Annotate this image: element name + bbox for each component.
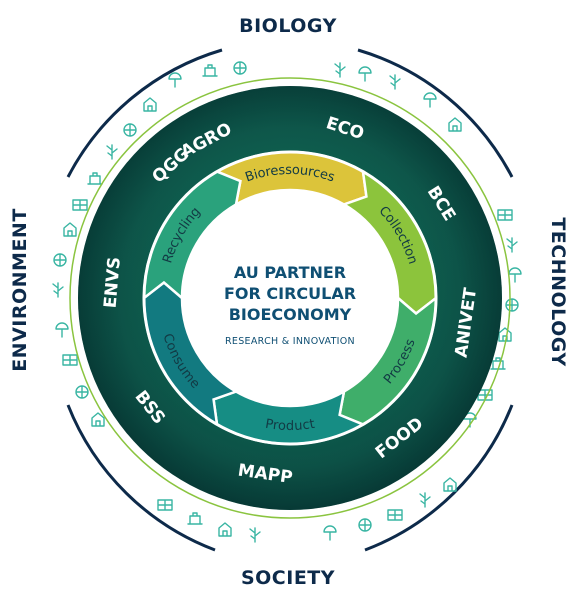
axis-label-top: BIOLOGY	[239, 15, 337, 37]
center-title-line-3: BIOECONOMY	[229, 305, 352, 324]
cycle-label-text-bioressources: Bioressources	[243, 162, 337, 185]
doodle-icon	[53, 253, 67, 267]
doodle-icon	[157, 499, 173, 511]
axis-label-right: TECHNOLOGY	[547, 217, 569, 366]
doodle-icon	[202, 64, 218, 77]
accent-ring	[69, 77, 511, 519]
doodle-icon	[508, 267, 522, 283]
decorative-icons	[52, 61, 522, 543]
doodle-icon	[497, 209, 513, 221]
doodle-icon	[334, 62, 346, 78]
doodle-icon	[443, 477, 457, 492]
arc-top-left	[66, 48, 223, 178]
doodle-icon	[75, 385, 89, 399]
axis-label-left: ENVIRONMENT	[9, 208, 31, 372]
doodle-icon	[218, 522, 232, 537]
center-disc	[182, 190, 398, 406]
axis-label-bottom: SOCIETY	[241, 567, 335, 589]
cycle-label-bioressources: Bioressources	[243, 162, 337, 185]
doodle-icon	[387, 509, 403, 521]
doodle-icon	[389, 74, 401, 90]
cycle-outer-border	[142, 150, 438, 446]
doodle-icon	[358, 518, 372, 532]
doodle-icon	[63, 222, 77, 237]
doodle-icon	[87, 172, 103, 185]
department-label-envs: ENVS	[101, 256, 125, 309]
outer-arcs	[66, 48, 514, 552]
arc-bottom-left	[66, 404, 216, 552]
arc-top-right	[357, 48, 514, 178]
doodle-icon	[505, 298, 519, 312]
doodle-icon	[55, 322, 69, 338]
doodle-icon	[498, 327, 512, 342]
doodle-icon	[423, 92, 437, 108]
doodle-icon	[187, 512, 203, 525]
doodle-icon	[168, 72, 182, 88]
doodle-icon	[323, 525, 337, 541]
center-title-line-1: AU PARTNER	[234, 263, 346, 282]
doodle-icon	[62, 354, 78, 366]
center-subtitle: RESEARCH & INNOVATION	[225, 336, 355, 347]
doodle-icon	[91, 412, 105, 427]
doodle-icon	[358, 66, 372, 82]
doodle-icon	[72, 199, 88, 211]
doodle-icon	[52, 282, 64, 298]
arc-bottom-right	[364, 404, 514, 552]
doodle-icon	[419, 492, 431, 508]
doodle-icon	[143, 97, 157, 112]
cycle-label-text-product: Product	[264, 416, 316, 433]
doodle-icon	[123, 123, 137, 137]
center-title-line-2: FOR CIRCULAR	[224, 284, 356, 303]
doodle-icon	[233, 61, 247, 75]
doodle-icon	[448, 117, 462, 132]
doodle-icon	[106, 144, 118, 160]
doodle-icon	[506, 237, 518, 253]
cycle-label-product: Product	[264, 416, 316, 433]
doodle-icon	[249, 527, 261, 543]
center-text: AU PARTNER FOR CIRCULAR BIOECONOMY RESEA…	[224, 263, 356, 347]
